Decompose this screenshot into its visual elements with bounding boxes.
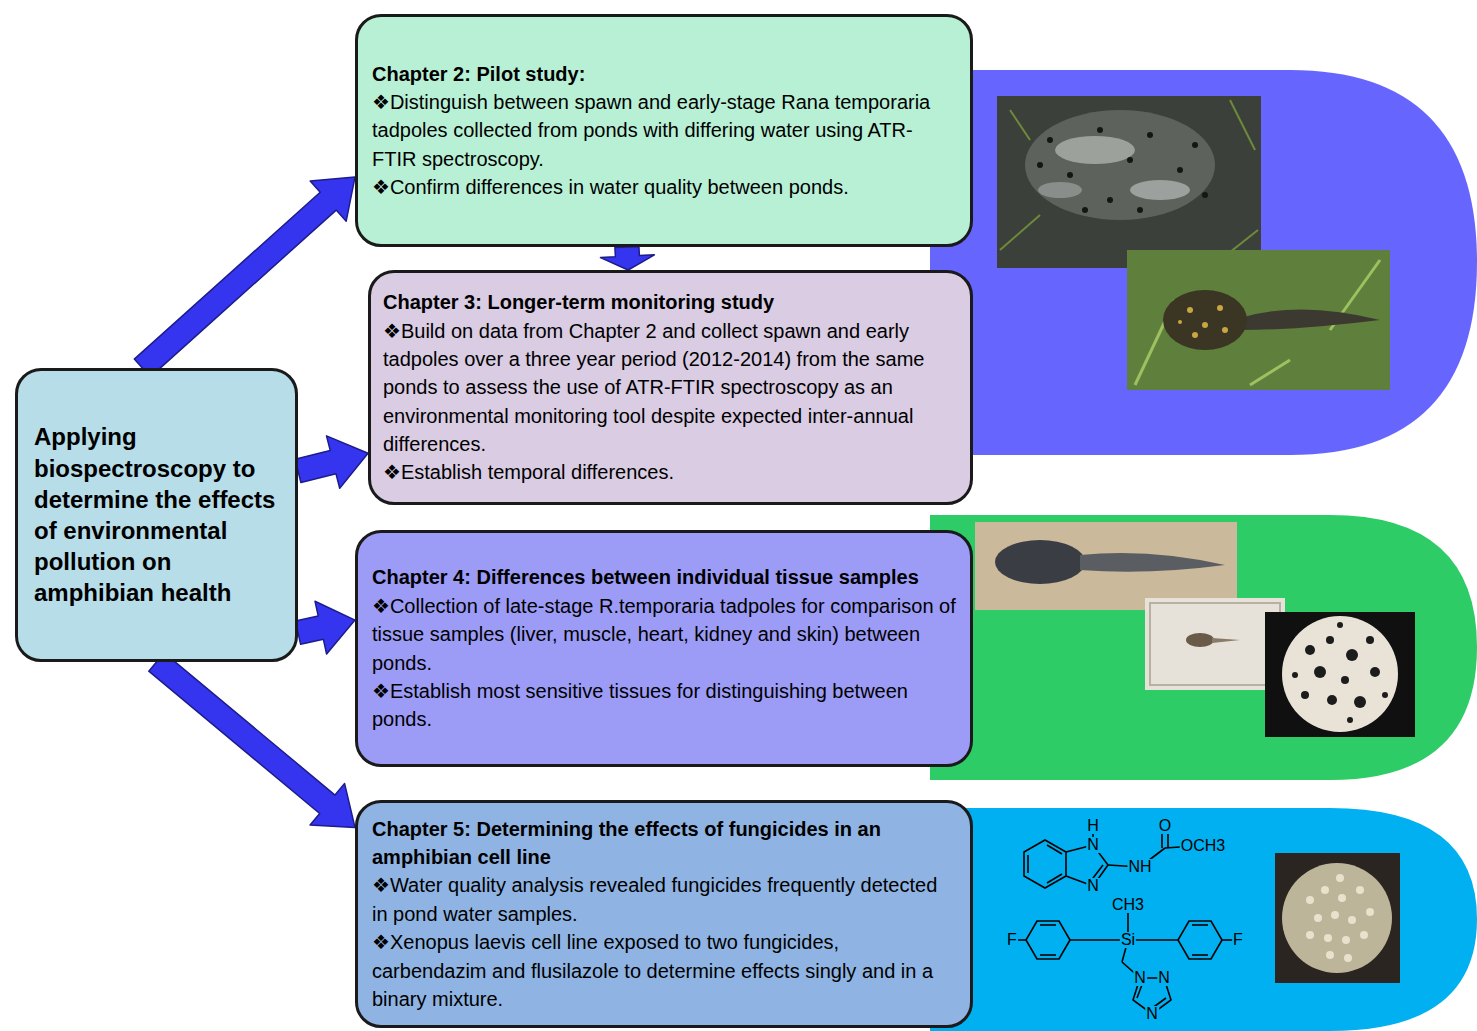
block-arrow	[295, 436, 368, 488]
chapter-box: Chapter 4: Differences between individua…	[355, 530, 973, 767]
chapter-box: Chapter 2: Pilot study:❖Distinguish betw…	[355, 14, 973, 247]
box-heading: Chapter 4: Differences between individua…	[372, 563, 956, 591]
bullet-text: ❖Water quality analysis revealed fungici…	[372, 871, 956, 928]
atom-label: N	[1145, 1006, 1159, 1022]
atom-label: H	[1086, 818, 1100, 834]
blue-panel	[930, 70, 1477, 455]
atom-label: F	[1006, 932, 1018, 948]
dish-photo	[1145, 598, 1285, 690]
atom-label: OCH3	[1180, 838, 1226, 854]
atom-label: N	[1133, 970, 1147, 986]
block-arrow	[295, 601, 355, 654]
atom-label: O	[1158, 818, 1172, 834]
bullet-text: ❖Establish most sensitive tissues for di…	[372, 677, 956, 734]
bullet-text: ❖Collection of late-stage R.temporaria t…	[372, 592, 956, 677]
atom-label: NH	[1127, 859, 1152, 875]
carbendazim-structure	[1024, 826, 1195, 888]
tadpole-photo	[1127, 250, 1390, 390]
bullet-text: ❖Xenopus laevis cell line exposed to two…	[372, 928, 956, 1013]
atom-label: N	[1086, 837, 1100, 853]
topic-box: Applying biospectroscopy to determine th…	[15, 368, 298, 662]
atom-label: F	[1232, 932, 1244, 948]
box-heading: Chapter 3: Longer-term monitoring study	[383, 288, 958, 316]
bullet-text: ❖Build on data from Chapter 2 and collec…	[383, 317, 958, 459]
block-arrow	[134, 177, 355, 377]
atom-label: CH3	[1111, 897, 1145, 913]
bullet-text: ❖Establish temporal differences.	[383, 458, 958, 486]
green-panel	[930, 515, 1477, 780]
box-heading: Chapter 2: Pilot study:	[372, 60, 956, 88]
cyan-panel	[930, 808, 1477, 1031]
atom-label: N	[1157, 970, 1171, 986]
atom-label: Si	[1120, 932, 1136, 948]
bullet-text: ❖Distinguish between spawn and early-sta…	[372, 88, 956, 173]
microscope-cells-photo	[1275, 853, 1400, 983]
block-arrow	[149, 653, 355, 828]
block-arrow	[601, 246, 655, 270]
chapter-box: Chapter 5: Determining the effects of fu…	[355, 800, 973, 1028]
flusilazole-structure	[1012, 905, 1236, 1014]
box-heading: Chapter 5: Determining the effects of fu…	[372, 815, 956, 872]
late-tadpole-photo	[975, 522, 1237, 610]
bullet-text: ❖Confirm differences in water quality be…	[372, 173, 956, 201]
spawn-photo	[997, 96, 1261, 268]
box-heading: Applying biospectroscopy to determine th…	[34, 421, 279, 608]
atom-label: N	[1086, 878, 1100, 894]
chapter-box: Chapter 3: Longer-term monitoring study❖…	[368, 270, 973, 505]
microscope-tissue-photo	[1265, 612, 1415, 737]
